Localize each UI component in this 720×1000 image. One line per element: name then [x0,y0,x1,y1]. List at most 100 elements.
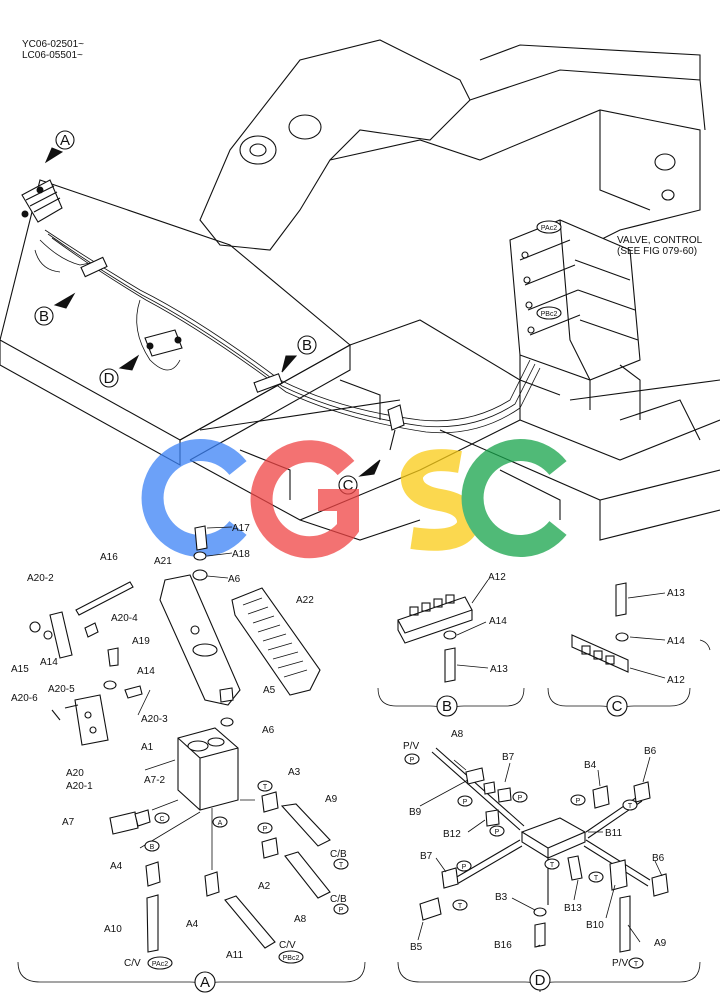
watermark-letter-c2 [461,439,567,557]
callout-a20-6: A20-6 [11,693,38,704]
port-tag-p-d1: P [404,753,420,765]
callout-a14-left: A14 [40,657,58,668]
port-tag-c-a7: C [154,812,170,824]
callout-c-a12: A12 [667,675,685,686]
svg-text:A: A [218,820,223,827]
svg-text:B: B [302,337,312,354]
callout-a2: A2 [258,881,271,892]
svg-text:T: T [458,903,463,910]
port-tag-pac2-cv: PAc2 [147,956,173,970]
callout-d-b9: B9 [409,807,422,818]
callout-a18: A18 [232,549,250,560]
svg-text:PBc2: PBc2 [541,311,558,318]
svg-text:T: T [339,862,344,869]
svg-text:D: D [104,370,115,387]
svg-text:T: T [594,875,599,882]
port-tag-t-a3: T [257,780,273,792]
view-marker-d: D [99,354,140,388]
port-tag-p-d7: P [456,860,472,872]
svg-text:P: P [576,798,581,805]
section-a-bracket [17,961,366,993]
callout-a5: A5 [263,685,276,696]
svg-text:A: A [200,974,210,991]
view-marker-b-right: B [281,335,317,373]
port-tag-a-body: A [212,816,228,828]
callout-cb-top: C/B [330,849,347,860]
port-tag-p-body: P [257,822,273,834]
callout-d-a9: A9 [654,938,667,949]
callout-d-pv-top: P/V [403,741,419,752]
port-tag-t-d9: T [588,871,604,883]
svg-text:P: P [518,795,523,802]
svg-text:C: C [343,477,354,494]
svg-text:C: C [159,816,164,823]
svg-text:B: B [39,308,49,325]
port-tag-p-d2: P [457,795,473,807]
svg-text:D: D [535,972,546,989]
callout-cv-right: C/V [279,940,296,951]
svg-text:T: T [628,803,633,810]
callout-d-b10: B10 [586,920,604,931]
callout-d-b3: B3 [495,892,508,903]
callout-a8: A8 [294,914,307,925]
watermark-letter-s [400,449,480,551]
callout-a19: A19 [132,636,150,647]
section-label-b: B [436,695,458,717]
section-a-parts [29,525,331,953]
callout-d-b11: B11 [605,828,622,839]
callout-b-a13: A13 [490,664,508,675]
port-tag-pbc2-cv: PBc2 [278,950,304,964]
section-c-parts: A13 A14 A12 [571,582,711,686]
callout-a21: A21 [154,556,172,567]
callout-cv-left: C/V [124,958,141,969]
section-d-bracket [397,961,701,993]
callout-d-b5: B5 [410,942,423,953]
callout-a20: A20 [66,768,84,779]
callout-a11: A11 [226,950,243,961]
callout-d-a8: A8 [451,729,464,740]
svg-text:P: P [410,757,415,764]
watermark-logo [141,439,567,559]
callout-d-pv-bottom: P/V [612,958,628,969]
svg-text:T: T [634,961,639,968]
svg-text:T: T [263,784,268,791]
view-marker-a: A [44,130,75,164]
callout-d-b13: B13 [564,903,582,914]
callout-a6-mid: A6 [262,725,275,736]
svg-text:A: A [60,132,70,149]
callout-d-b12: B12 [443,829,461,840]
svg-text:PBc2: PBc2 [283,955,300,962]
svg-text:P: P [339,907,344,914]
callout-cb-bottom: C/B [330,894,347,905]
callout-d-b4: B4 [584,760,597,771]
callout-d-b6-right: B6 [652,853,665,864]
svg-text:P: P [263,826,268,833]
callout-a15: A15 [11,664,29,675]
section-a-callouts: A17 A18 A6 A16 A21 A22 A20-2 A20-4 A19 A… [11,523,347,969]
callout-a17: A17 [232,523,250,534]
port-tag-pbc2: PBc2 [536,306,562,320]
valve-note-line1: VALVE, CONTROL [617,235,703,246]
callout-a22: A22 [296,595,314,606]
section-label-a: A [194,971,216,993]
port-tag-p-d3: P [512,791,528,803]
callout-b-a14: A14 [489,616,507,627]
machine-frame-drawing [0,39,720,541]
port-tag-p-d6: P [489,825,505,837]
watermark-letter-c1 [141,439,247,557]
port-tag-t-d11: T [628,957,644,969]
callout-a10: A10 [104,924,122,935]
callout-d-b7-left: B7 [420,851,433,862]
svg-text:P: P [495,829,500,836]
callout-a20-1: A20-1 [66,781,93,792]
callout-a3: A3 [288,767,301,778]
svg-text:B: B [150,844,155,851]
section-label-d: D [529,969,551,991]
callout-d-b7-top: B7 [502,752,515,763]
svg-text:T: T [550,862,555,869]
svg-text:C: C [612,698,623,715]
svg-text:P: P [463,799,468,806]
callout-a20-4: A20-4 [111,613,138,624]
watermark-letter-g [250,440,359,559]
callout-a4-left: A4 [110,861,123,872]
